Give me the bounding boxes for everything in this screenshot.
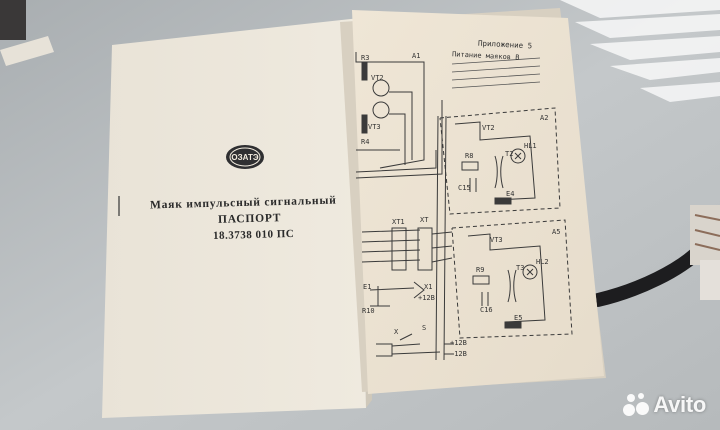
label-e5: E5 [514, 314, 523, 322]
plant-logo [226, 145, 264, 169]
top-left-object [0, 0, 54, 66]
label-minus12: -12В [450, 350, 467, 358]
label-xt: XT [420, 216, 429, 224]
label-e1: E1 [363, 283, 372, 291]
avito-brand-text: Avito [653, 392, 706, 417]
label-a1: А1 [412, 52, 421, 60]
label-r9: R9 [476, 266, 485, 274]
label-vt2: VT2 [371, 74, 384, 82]
label-x: X [394, 328, 399, 336]
label-vt3-b: VT3 [490, 236, 503, 244]
document-code: 18.3738 010 ПС [212, 227, 295, 243]
label-x1: X1 [424, 283, 433, 291]
cover-subtitle: ПАСПОРТ [217, 212, 282, 226]
avito-watermark: Avito [623, 392, 706, 418]
window-reflection [560, 0, 720, 102]
label-e4: E4 [506, 190, 515, 198]
label-r4: R4 [361, 138, 370, 146]
label-s: S [422, 324, 427, 332]
avito-logo-icon [623, 392, 650, 418]
label-c15: C15 [458, 184, 471, 192]
label-r3: R3 [361, 54, 370, 62]
label-hl1: HL1 [524, 142, 537, 150]
label-t3: T3 [516, 264, 525, 272]
cover-page [102, 18, 366, 418]
label-a5: А5 [552, 228, 561, 236]
label-xt1: XT1 [392, 218, 405, 226]
label-plus12-b: +12В [450, 339, 467, 347]
label-hl2: HL2 [536, 258, 549, 266]
label-t2: T2 [505, 150, 514, 158]
cable-object [591, 205, 720, 307]
label-vt2-b: VT2 [482, 124, 495, 132]
circuit-drawing [355, 52, 573, 361]
label-a2: А2 [540, 114, 549, 122]
label-r10: R10 [362, 307, 375, 315]
label-c16: C16 [480, 306, 493, 314]
label-vt3: VT3 [368, 123, 381, 131]
label-plus12-a: +12В [418, 294, 435, 302]
label-r8: R8 [465, 152, 474, 160]
plant-logo-text: ОЗАТЭ [231, 152, 259, 162]
supply-table [451, 57, 541, 89]
